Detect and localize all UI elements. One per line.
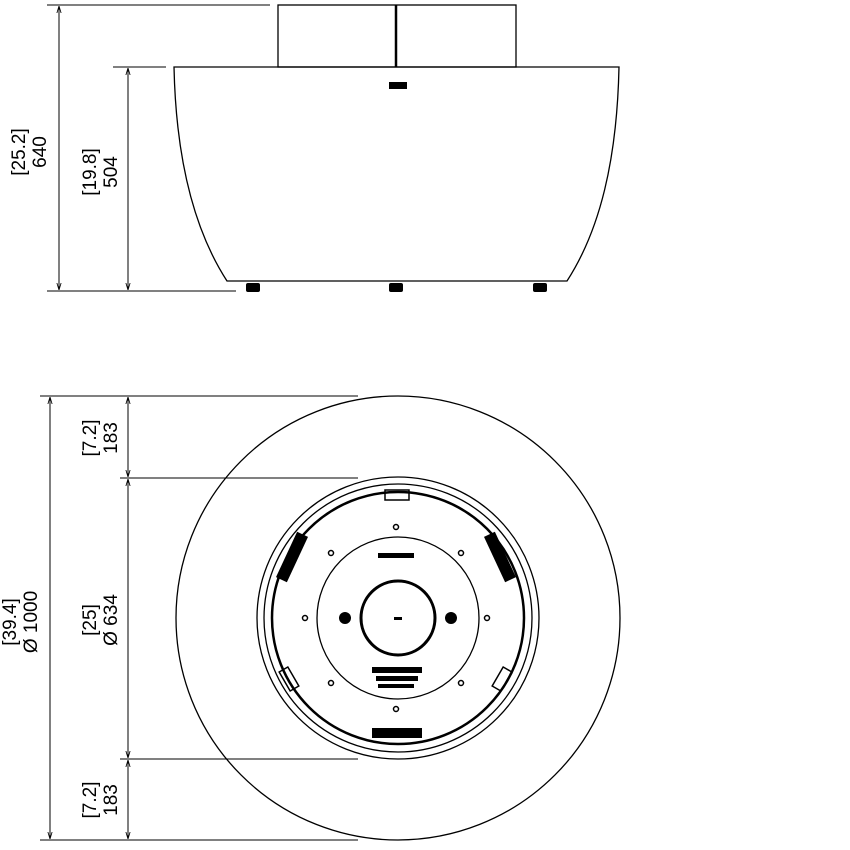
rim-top-inches: [7.2] <box>80 420 101 457</box>
body-height-inches: [19.8] <box>80 148 101 196</box>
outer-diameter-mm: Ø 1000 <box>21 591 42 653</box>
feet <box>246 283 547 292</box>
brackets <box>275 489 517 738</box>
inner-diameter-mm: Ø 634 <box>101 594 122 646</box>
bowl-body <box>173 66 620 282</box>
outer-diameter-inches: [39.4] <box>0 598 21 646</box>
rim-bottom-mm: 183 <box>101 784 122 816</box>
mounting-holes <box>301 523 491 713</box>
outer-rim <box>175 395 621 841</box>
side-view: [25.2] 640 [19.8] 504 <box>9 4 620 292</box>
burner-opening <box>256 476 540 760</box>
top-view: [39.4] Ø 1000 [7.2] 183 [25] Ø 634 [7.2]… <box>0 395 621 841</box>
overall-height-mm: 640 <box>30 136 51 168</box>
rim-bottom-inches: [7.2] <box>80 782 101 819</box>
overall-height-inches: [25.2] <box>9 128 30 176</box>
inner-diameter-inches: [25] <box>80 604 101 636</box>
burner-center <box>359 579 437 657</box>
body-height-mm: 504 <box>101 156 122 188</box>
rim-top-mm: 183 <box>101 422 122 454</box>
control-vent <box>389 82 407 89</box>
